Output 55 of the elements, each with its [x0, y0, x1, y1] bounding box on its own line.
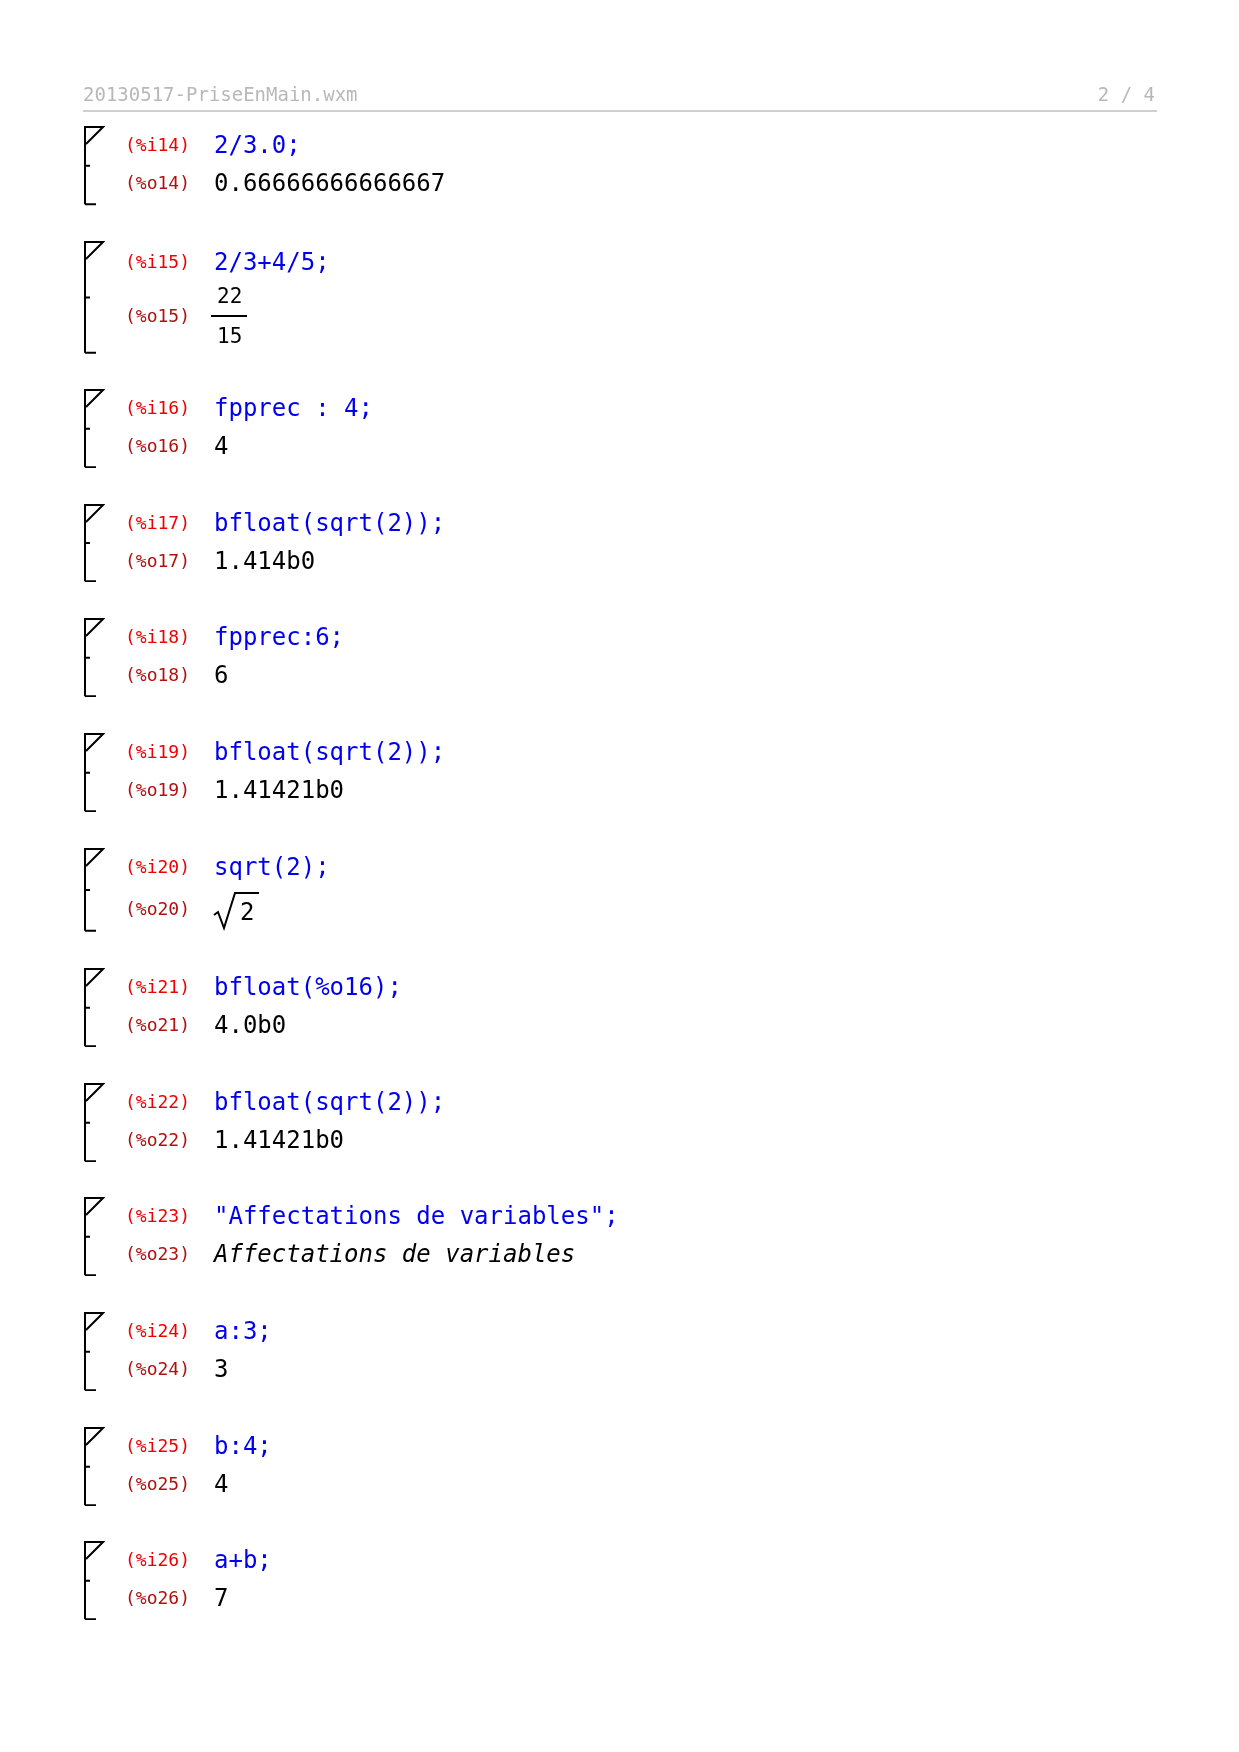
input-code: bfloat(sqrt(2));: [214, 510, 446, 535]
output-value: 7: [214, 1585, 229, 1610]
input-label: (%i20): [125, 857, 191, 876]
input-code: bfloat(sqrt(2));: [214, 1089, 446, 1114]
input-code: fpprec : 4;: [214, 395, 373, 420]
input-label: (%i24): [125, 1321, 191, 1340]
output-value: 4: [214, 1471, 229, 1496]
output-value: 2: [240, 899, 255, 924]
output-label: (%o21): [125, 1015, 191, 1034]
input-label: (%i26): [125, 1550, 191, 1569]
fraction-denominator: 15: [217, 325, 243, 347]
input-code: bfloat(%o16);: [214, 974, 402, 999]
input-code: a:3;: [214, 1318, 272, 1343]
file-name: 20130517-PriseEnMain.wxm: [83, 83, 358, 105]
input-label: (%i17): [125, 513, 191, 532]
page-number: 2 / 4: [1097, 83, 1155, 105]
output-value: 4: [214, 433, 229, 458]
output-value: 1.414b0: [214, 548, 316, 573]
output-label: (%o19): [125, 780, 191, 799]
output-value: 4.0b0: [214, 1012, 287, 1037]
output-label: (%o15): [125, 307, 191, 326]
output-label: (%o25): [125, 1474, 191, 1493]
input-code: sqrt(2);: [214, 854, 330, 879]
output-label: (%o23): [125, 1244, 191, 1263]
input-code: fpprec:6;: [214, 624, 345, 649]
input-code: 2/3.0;: [214, 133, 301, 158]
output-label: (%o17): [125, 551, 191, 570]
input-label: (%i14): [125, 136, 191, 155]
input-code: 2/3+4/5;: [214, 250, 330, 275]
input-code: bfloat(sqrt(2));: [214, 739, 446, 764]
output-value: 1.41421b0: [214, 1127, 345, 1152]
output-label: (%o22): [125, 1130, 191, 1149]
input-code: b:4;: [214, 1433, 272, 1458]
input-code: "Affectations de variables";: [214, 1203, 619, 1228]
output-value: Affectations de variables: [214, 1241, 576, 1266]
output-label: (%o16): [125, 436, 191, 455]
output-value: 3: [214, 1356, 229, 1381]
input-label: (%i18): [125, 627, 191, 646]
output-label: (%o14): [125, 174, 191, 193]
output-label: (%o20): [125, 899, 191, 918]
input-label: (%i22): [125, 1092, 191, 1111]
input-label: (%i23): [125, 1206, 191, 1225]
fraction-numerator: 22: [217, 285, 243, 307]
output-value: 6: [214, 662, 229, 687]
input-label: (%i15): [125, 253, 191, 272]
output-label: (%o24): [125, 1359, 191, 1378]
output-label: (%o26): [125, 1588, 191, 1607]
output-value: 1.41421b0: [214, 777, 345, 802]
output-label: (%o18): [125, 665, 191, 684]
input-code: a+b;: [214, 1547, 272, 1572]
input-label: (%i25): [125, 1436, 191, 1455]
input-label: (%i19): [125, 742, 191, 761]
input-label: (%i16): [125, 398, 191, 417]
input-label: (%i21): [125, 977, 191, 996]
output-value: 0.66666666666667: [214, 171, 446, 196]
